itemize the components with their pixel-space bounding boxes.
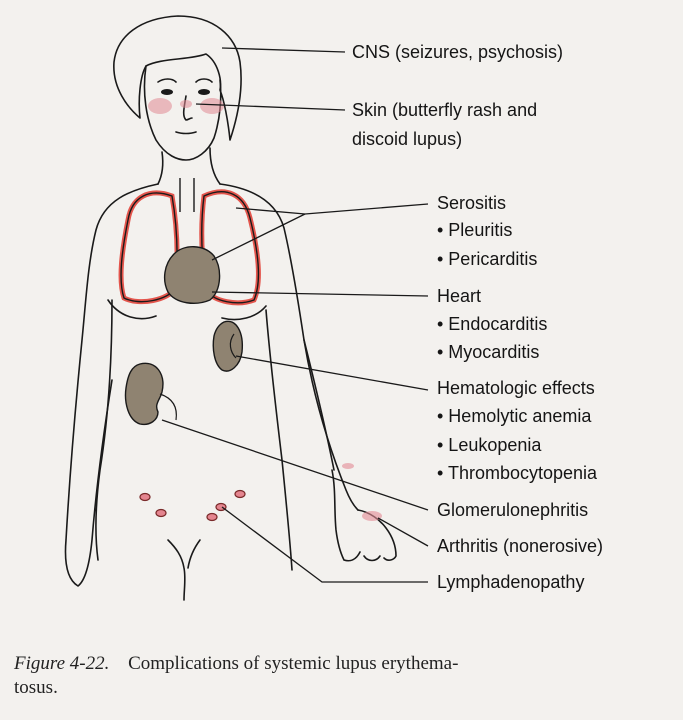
ureter <box>159 393 177 421</box>
leader-heart <box>211 291 429 297</box>
leg-outline-right <box>187 539 201 569</box>
spleen-hilum <box>229 333 237 359</box>
label-serositis: Serositis <box>437 193 507 213</box>
label-hemolytic-anemia: • Hemolytic anemia <box>437 406 592 426</box>
label-pleuritis: • Pleuritis <box>437 220 513 240</box>
label-arthritis: Arthritis (nonerosive) <box>437 536 604 556</box>
label-pericarditis: • Pericarditis <box>437 249 538 269</box>
spleen <box>212 320 243 372</box>
figure-number: Figure 4-22. <box>14 653 110 674</box>
eyebrow-left <box>157 78 177 83</box>
label-heart: Heart <box>437 286 482 306</box>
neck-outline-right <box>209 147 221 185</box>
eye-left <box>161 89 173 95</box>
figure-caption: Figure 4-22. Complications of systemic l… <box>14 652 674 700</box>
hand-outline <box>331 469 397 562</box>
label-thrombocytopenia: • Thrombocytopenia <box>437 463 598 483</box>
eye-right <box>198 89 210 95</box>
leader-arthritis <box>377 517 429 547</box>
eyebrow-right <box>195 78 213 83</box>
nose <box>182 95 193 121</box>
mouth <box>175 131 197 135</box>
leg-outline <box>167 539 186 601</box>
label-leukopenia: • Leukopenia <box>437 435 542 455</box>
label-cns: CNS (seizures, psychosis) <box>352 42 564 62</box>
leader-skin <box>195 103 346 111</box>
caption-text-line1: Complications of systemic lupus erythema… <box>128 653 459 674</box>
label-glomerulonephritis: Glomerulonephritis <box>437 500 589 520</box>
torso-left-outline <box>95 299 113 561</box>
butterfly-rash <box>148 98 224 114</box>
kidney <box>124 362 164 426</box>
trachea <box>179 178 195 212</box>
lymph-nodes <box>139 489 246 522</box>
leader-lymphadenopathy <box>221 506 428 583</box>
leader-hematologic <box>235 355 429 391</box>
wrist-rash <box>342 463 382 521</box>
leader-serositis-upper <box>235 203 429 215</box>
hair-outline <box>113 15 242 141</box>
label-hematologic: Hematologic effects <box>437 378 595 398</box>
label-endocarditis: • Endocarditis <box>437 314 548 334</box>
label-lymphadenopathy: Lymphadenopathy <box>437 572 585 592</box>
forearm-right-outline <box>303 339 335 471</box>
label-skin-line1: Skin (butterfly rash and <box>352 100 538 120</box>
label-skin-line2: discoid lupus) <box>352 129 463 149</box>
label-myocarditis: • Myocarditis <box>437 342 540 362</box>
heart <box>163 246 221 304</box>
chest-curve-left <box>107 299 157 320</box>
caption-text-line2: tosus. <box>14 677 58 698</box>
chest-curve-right <box>221 305 267 321</box>
leader-serositis-lower <box>211 213 306 261</box>
leader-cns <box>221 47 346 53</box>
leader-glomerulonephritis <box>161 419 429 511</box>
neck-outline <box>157 151 164 185</box>
body-left-outline <box>64 183 159 587</box>
torso-right-outline <box>265 309 293 571</box>
face-outline <box>143 65 222 161</box>
